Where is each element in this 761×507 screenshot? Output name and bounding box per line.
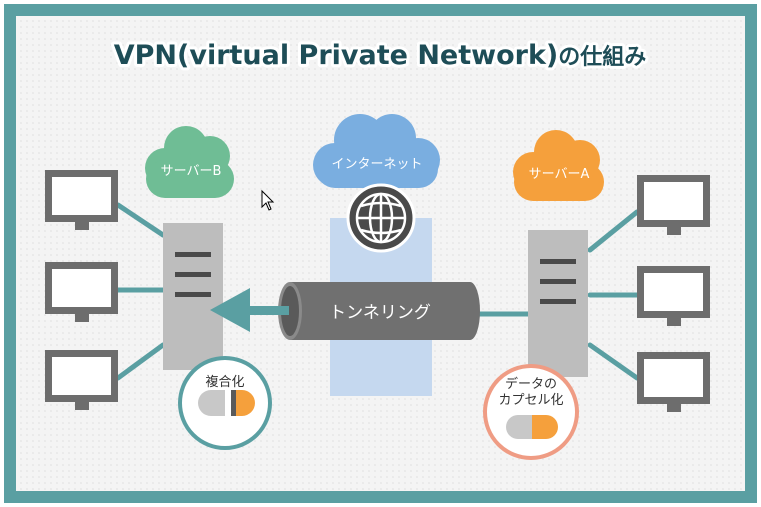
left-connection-lines xyxy=(115,202,166,381)
monitor-icon xyxy=(637,175,710,235)
monitor-icon xyxy=(45,350,118,410)
title-suffix: の仕組み xyxy=(558,44,646,70)
arrow-to-server-b xyxy=(210,288,289,332)
globe-icon xyxy=(346,183,416,253)
server-a-tower xyxy=(528,230,588,377)
mouse-cursor-icon xyxy=(261,189,275,211)
server-b-cloud: サーバーB xyxy=(145,126,234,198)
capsule-open-icon xyxy=(198,390,255,416)
internet-cloud: インターネット xyxy=(313,114,440,188)
server-a-cloud: サーバーA xyxy=(513,130,604,201)
server-b-tower xyxy=(163,223,223,370)
page-title: VPN(virtual Private Network)の仕組み VPN(vir… xyxy=(111,37,650,74)
monitor-icon xyxy=(637,352,710,412)
internet-label: インターネット xyxy=(331,157,422,172)
tunnel-label: トンネリング xyxy=(329,303,431,323)
tunnel: トンネリング xyxy=(278,282,480,340)
capsule-closed-icon xyxy=(506,415,558,439)
monitor-icon xyxy=(45,170,118,230)
right-connection-lines xyxy=(587,209,640,381)
encapsulate-badge: データの カプセル化 xyxy=(483,364,579,460)
svg-text:VPN(virtual Private Network)の仕: VPN(virtual Private Network)の仕組み xyxy=(114,40,647,71)
encapsulate-label-line2: カプセル化 xyxy=(498,393,563,408)
monitor-icon xyxy=(637,266,710,326)
title-main: VPN(virtual Private Network) xyxy=(114,40,559,71)
monitor-icon xyxy=(45,262,118,322)
decrypt-badge: 複合化 xyxy=(178,356,272,450)
decrypt-label: 複合化 xyxy=(205,374,244,390)
server-a-label: サーバーA xyxy=(529,167,590,182)
encapsulate-label-line1: データの xyxy=(505,376,557,392)
svg-text:VPN(virtual Private Network)の仕: VPN(virtual Private Network)の仕組み xyxy=(114,40,647,71)
server-b-label: サーバーB xyxy=(161,164,222,179)
